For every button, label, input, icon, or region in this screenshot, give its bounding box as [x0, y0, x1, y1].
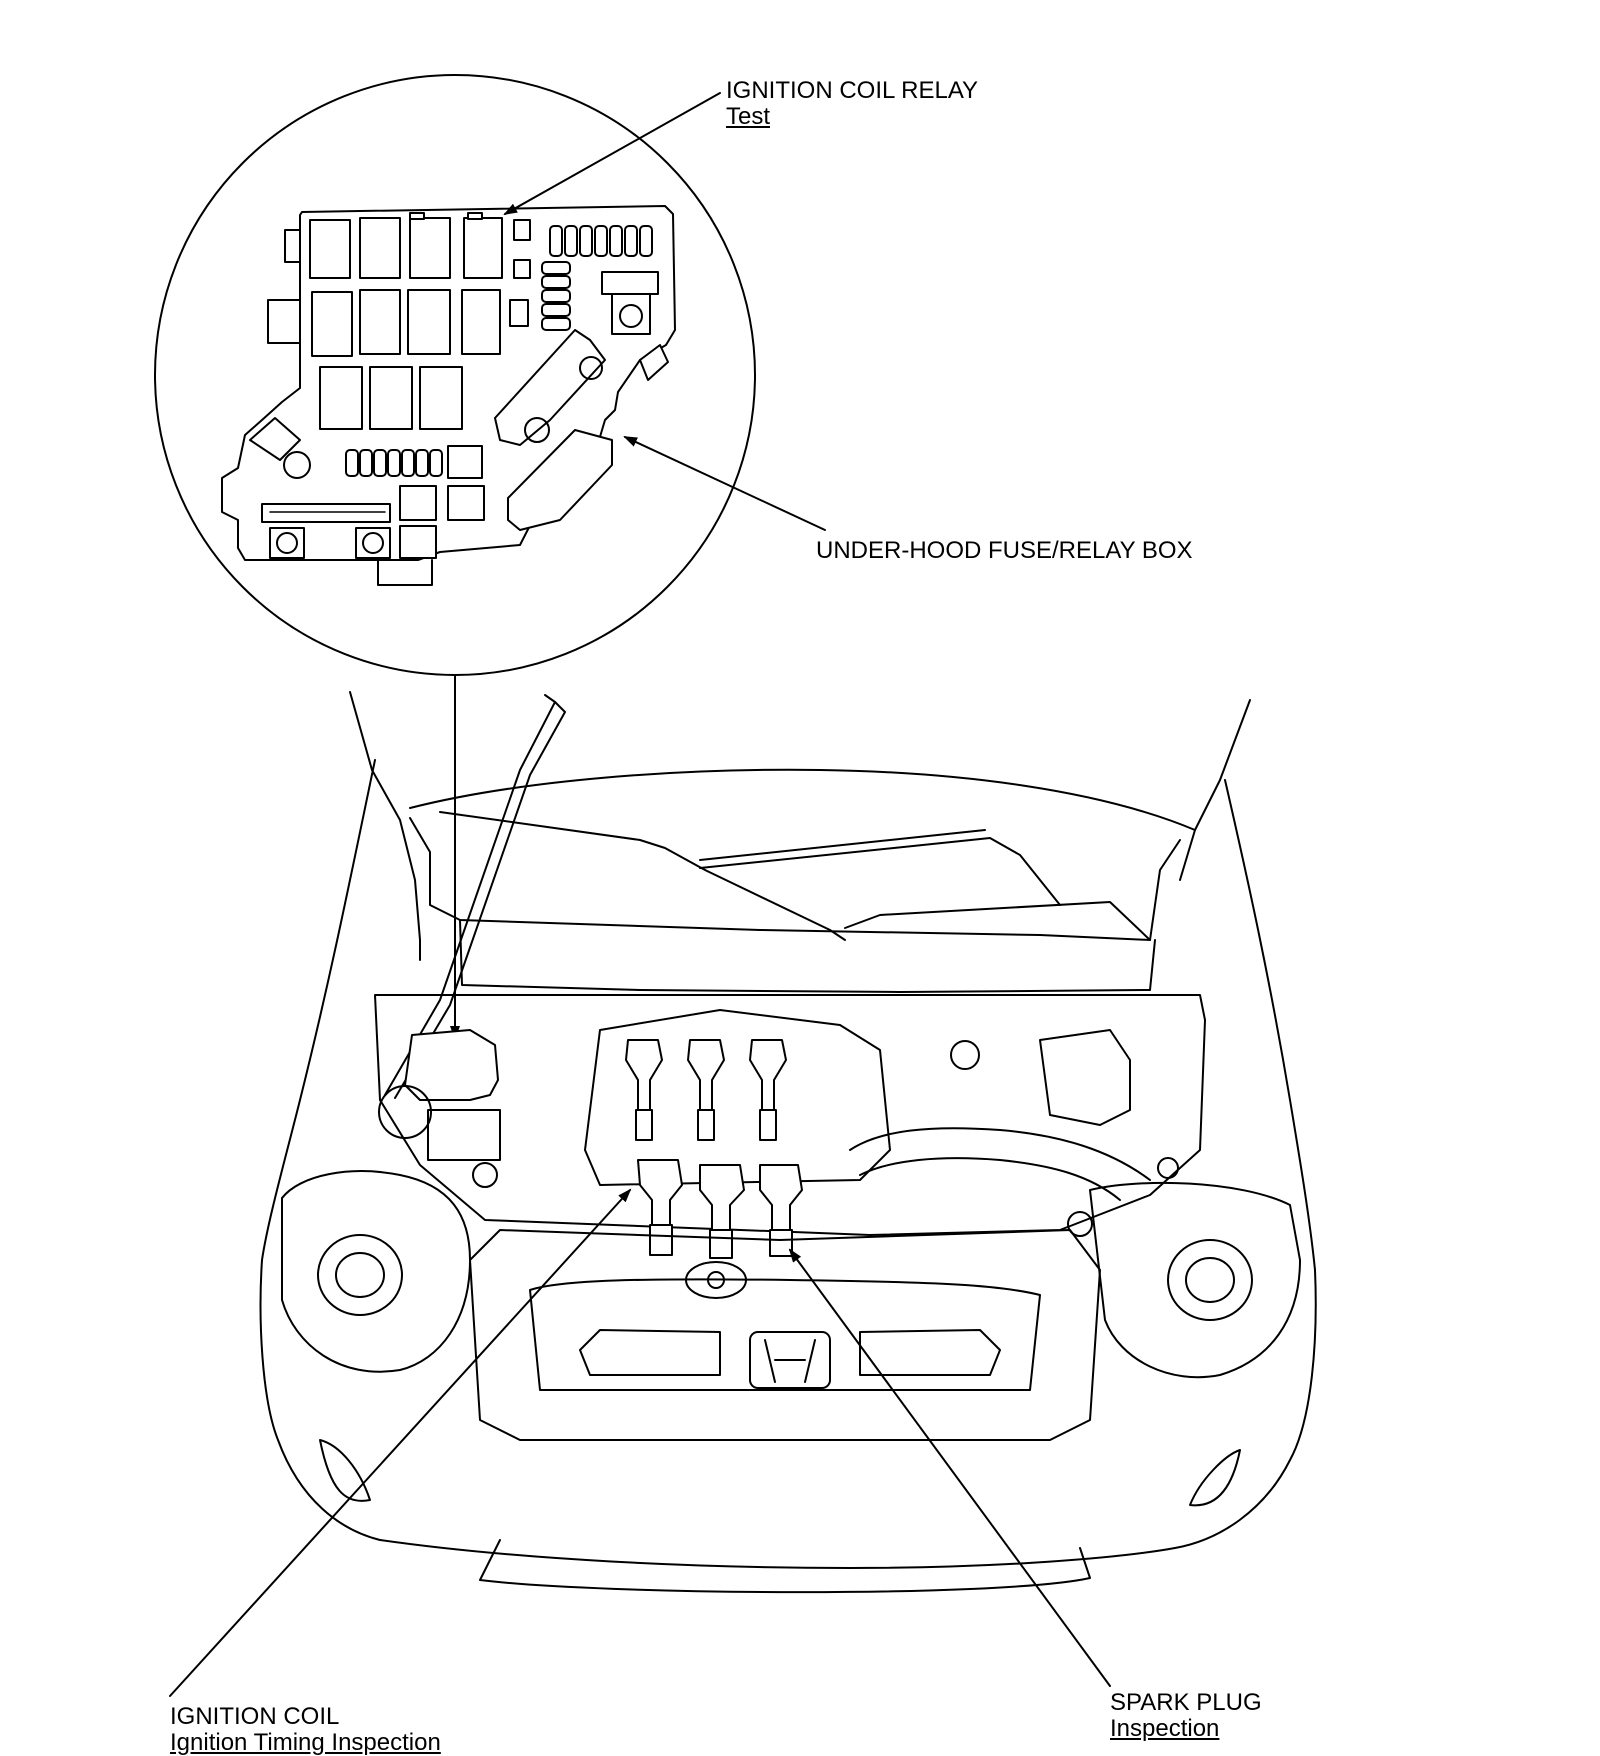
honda-emblem [749, 1331, 831, 1389]
callout-ignition-coil-relay: IGNITION COIL RELAY Test [726, 78, 978, 130]
leader-fuse-box [623, 436, 826, 531]
callout-spark-plug-label: SPARK PLUG [1110, 1689, 1262, 1716]
callout-ignition-coil-label: IGNITION COIL [170, 1703, 340, 1730]
callout-under-hood-fuse-box: UNDER-HOOD FUSE/RELAY BOX [816, 538, 1193, 564]
leader-ignition-coil [169, 1188, 632, 1697]
ignition-coil-group-front [637, 1159, 803, 1259]
callout-ignition-coil-relay-label: IGNITION COIL RELAY [726, 77, 979, 104]
leader-spark-plug [788, 1248, 1111, 1687]
callout-spark-plug: SPARK PLUG Inspection [1110, 1690, 1262, 1742]
ignition-timing-inspection-link[interactable]: Ignition Timing Inspection [170, 1729, 441, 1756]
spark-plug-inspection-link[interactable]: Inspection [1110, 1715, 1220, 1742]
callout-under-hood-fuse-box-label: UNDER-HOOD FUSE/RELAY BOX [816, 537, 1193, 564]
fuse-box-detail-view [154, 74, 756, 676]
ignition-coil-relay-test-link[interactable]: Test [726, 103, 771, 130]
leader-coil-relay [503, 92, 721, 215]
vehicle-front-view [259, 691, 1317, 1594]
callout-ignition-coil: IGNITION COIL Ignition Timing Inspection [170, 1704, 441, 1756]
fuse-box-in-bay [404, 1029, 499, 1101]
ignition-coil-group-rear [625, 1039, 787, 1141]
